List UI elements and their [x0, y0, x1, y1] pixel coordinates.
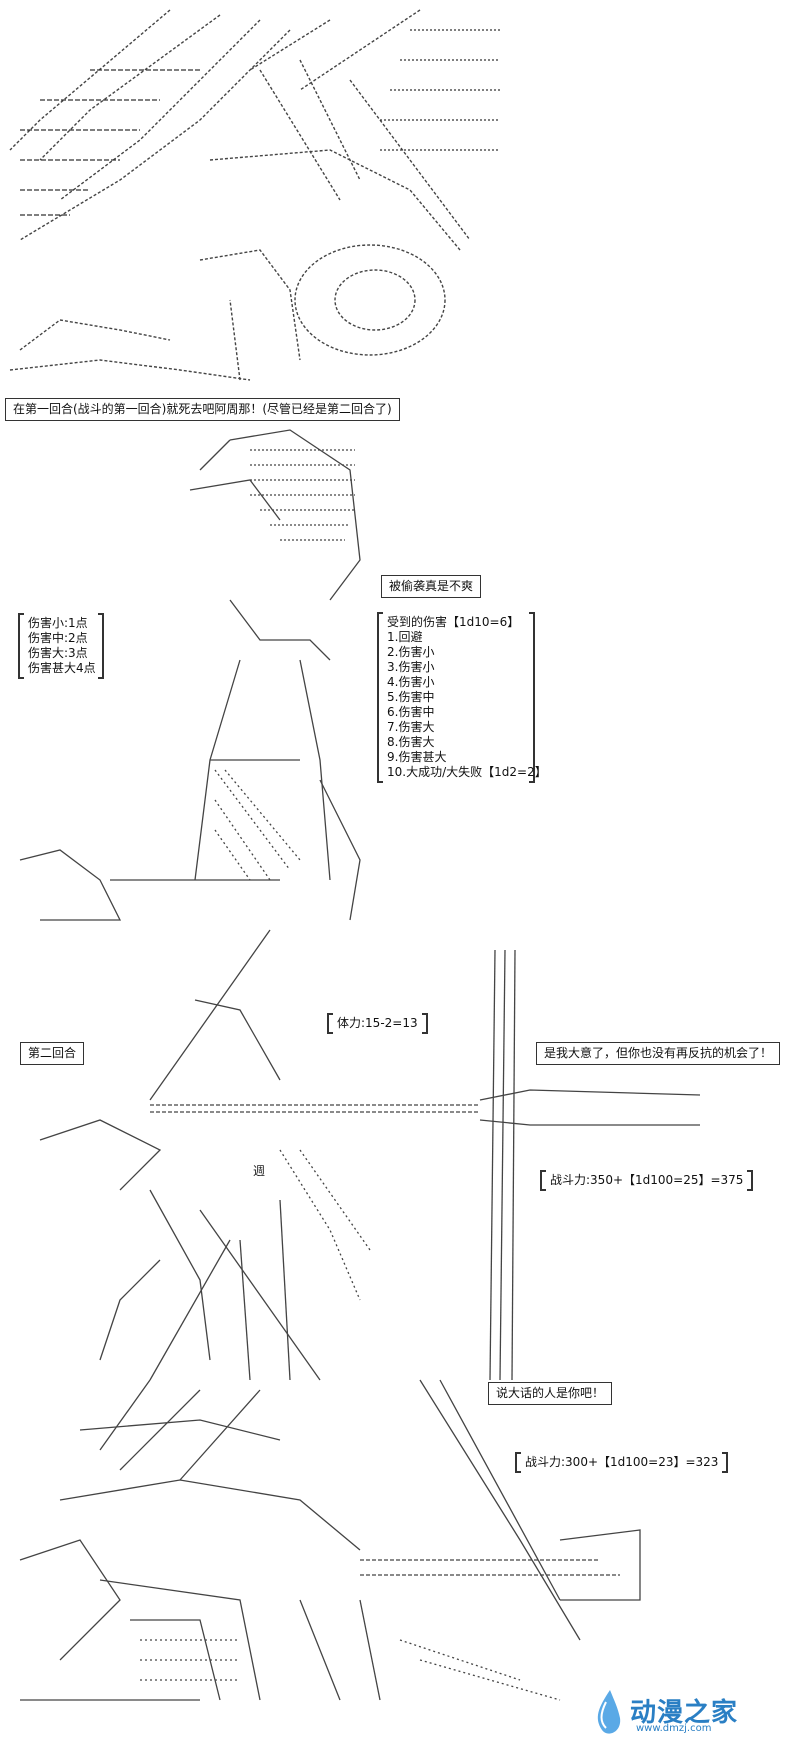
roll-item: 5.伤害中	[387, 690, 435, 704]
roll-item: 2.伤害小	[387, 645, 435, 659]
logo-url: www.dmzj.com	[636, 1723, 712, 1734]
roll-item: 3.伤害小	[387, 660, 435, 674]
roll-item: 9.伤害甚大	[387, 750, 447, 764]
panel3-speech: 是我大意了，但你也没有再反抗的机会了！	[536, 1042, 781, 1065]
panel3-hp: 体力:15-2=13	[327, 1013, 428, 1034]
logo-droplet-icon	[597, 1690, 621, 1734]
roll-item: 8.伤害大	[387, 735, 435, 749]
damage-table: 伤害小:1点 伤害中:2点 伤害大:3点 伤害甚大4点	[18, 613, 104, 679]
panel2-thought-box: 被偷袭真是不爽	[381, 575, 482, 598]
panel1-caption: 在第一回合(战斗的第一回合)就死去吧阿周那！(尽管已经是第二回合了)	[5, 398, 400, 421]
roll-item: 4.伤害小	[387, 675, 435, 689]
roll-item: 1.回避	[387, 630, 423, 644]
panel3-round-label: 第二回合	[20, 1042, 85, 1065]
logo-name: 动漫之家	[630, 1698, 739, 1728]
panel3-power: 战斗力:350+【1d100=25】=375	[540, 1170, 754, 1191]
roll-item: 6.伤害中	[387, 705, 435, 719]
power-text: 战斗力:350+【1d100=25】=375	[550, 1173, 744, 1187]
arrow-mark: 週	[253, 1164, 266, 1178]
power-text: 战斗力:300+【1d100=23】=323	[525, 1455, 719, 1469]
damage-table-row: 伤害小:1点	[28, 616, 88, 630]
damage-table-row: 伤害大:3点	[28, 646, 88, 660]
roll-item: 7.伤害大	[387, 720, 435, 734]
roll-title: 受到的伤害【1d10=6】	[387, 615, 520, 629]
panel4-speech: 说大话的人是你吧！	[488, 1382, 613, 1405]
damage-roll-list: 受到的伤害【1d10=6】 1.回避 2.伤害小 3.伤害小 4.伤害小 5.伤…	[377, 612, 547, 783]
panel4-power: 战斗力:300+【1d100=23】=323	[515, 1452, 729, 1473]
site-logo: 动漫之家 www.dmzj.com	[586, 1688, 796, 1740]
roll-item: 10.大成功/大失败【1d2=2】	[387, 765, 547, 779]
hp-text: 体力:15-2=13	[337, 1016, 418, 1030]
damage-table-row: 伤害甚大4点	[28, 661, 96, 675]
damage-table-row: 伤害中:2点	[28, 631, 88, 645]
